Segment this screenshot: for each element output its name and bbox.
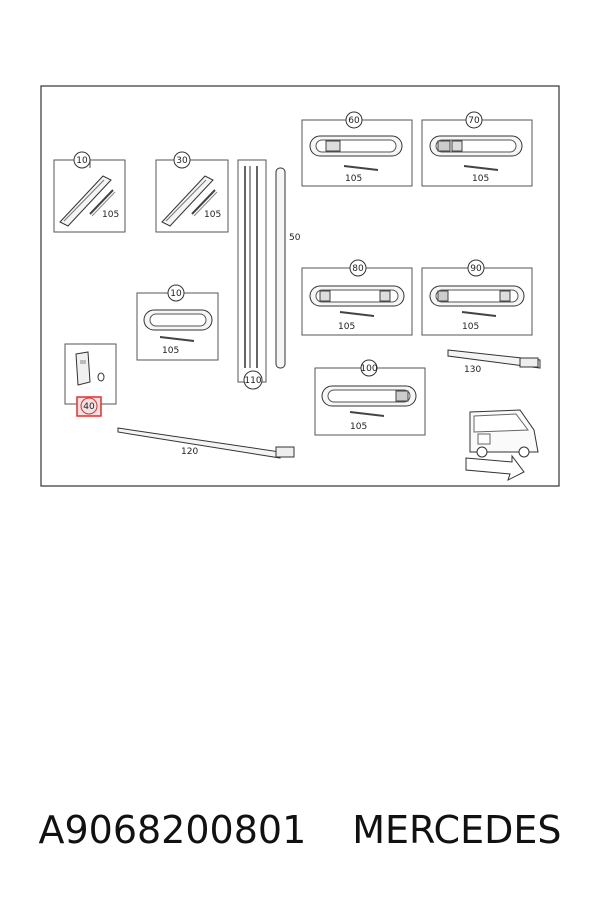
callout-80: 80 (352, 264, 364, 274)
clip-40 (97, 372, 105, 382)
part-105-90: 105 (462, 322, 479, 332)
part-group-130[interactable]: 130 (447, 349, 541, 375)
part-105-70: 105 (472, 174, 489, 184)
callout-110: 110 (244, 376, 261, 386)
rail-120 (117, 427, 281, 459)
light-housing-70 (429, 135, 523, 157)
part-number: A9068200801 (38, 808, 307, 852)
seal-105-10-middle (159, 336, 195, 342)
seal-105-100 (349, 411, 385, 417)
part-group-40[interactable]: 40 (64, 343, 117, 417)
part-105-100: 105 (350, 422, 367, 432)
light-housing-90 (429, 285, 525, 307)
part-105-10-middle: 105 (162, 346, 179, 356)
part-group-80[interactable]: 80 105 (301, 259, 413, 336)
callout-10-middle: 10 (170, 289, 182, 299)
part-group-120[interactable]: 120 (117, 427, 295, 459)
rod-50 (275, 167, 286, 369)
brand-name: MERCEDES (352, 808, 562, 852)
seal-105-90 (461, 311, 497, 317)
light-housing-80 (309, 285, 405, 307)
part-105-30: 105 (204, 210, 221, 220)
part-105-10-left: 105 (102, 210, 119, 220)
light-housing-60 (309, 135, 403, 157)
callout-130: 130 (464, 365, 481, 375)
part-group-70[interactable]: 70 105 (421, 111, 533, 187)
callout-120: 120 (181, 447, 198, 457)
callout-60: 60 (348, 116, 360, 126)
part-105-60: 105 (345, 174, 362, 184)
rail-130 (447, 349, 541, 369)
callout-40: 40 (83, 402, 95, 412)
callout-10-left: 10 (76, 156, 88, 166)
seal-105-80 (339, 311, 375, 317)
callout-30: 30 (176, 156, 188, 166)
caption: A9068200801 MERCEDES (0, 800, 600, 860)
part-group-60[interactable]: 60 105 (301, 111, 413, 187)
light-strip-10-left (59, 175, 112, 227)
callout-100: 100 (360, 364, 377, 374)
part-group-100[interactable]: 100 105 (314, 359, 426, 436)
callout-90: 90 (470, 264, 482, 274)
part-105-80: 105 (338, 322, 355, 332)
callout-50: 50 (289, 233, 301, 243)
part-group-10-left[interactable]: 10 105 (53, 151, 126, 233)
light-housing-100 (321, 385, 417, 407)
part-group-50[interactable]: 50 (275, 167, 301, 369)
parts-diagram: 10 105 30 105 60 (40, 85, 560, 487)
light-housing-10-middle (143, 309, 213, 331)
seal-105-60 (343, 165, 379, 171)
seal-105-10-left (89, 189, 116, 217)
part-group-10-middle[interactable]: 10 105 (136, 284, 219, 361)
direction-arrow-icon (465, 454, 525, 481)
van-orientation-icon (465, 409, 539, 481)
callout-70: 70 (468, 116, 480, 126)
part-group-30[interactable]: 30 105 (155, 151, 229, 233)
seal-105-30 (191, 189, 218, 217)
seal-105-70 (463, 165, 499, 171)
cap-40 (75, 351, 91, 386)
part-group-110[interactable]: 110 (237, 159, 267, 390)
part-group-90[interactable]: 90 105 (421, 259, 533, 336)
light-strip-30 (161, 175, 214, 227)
